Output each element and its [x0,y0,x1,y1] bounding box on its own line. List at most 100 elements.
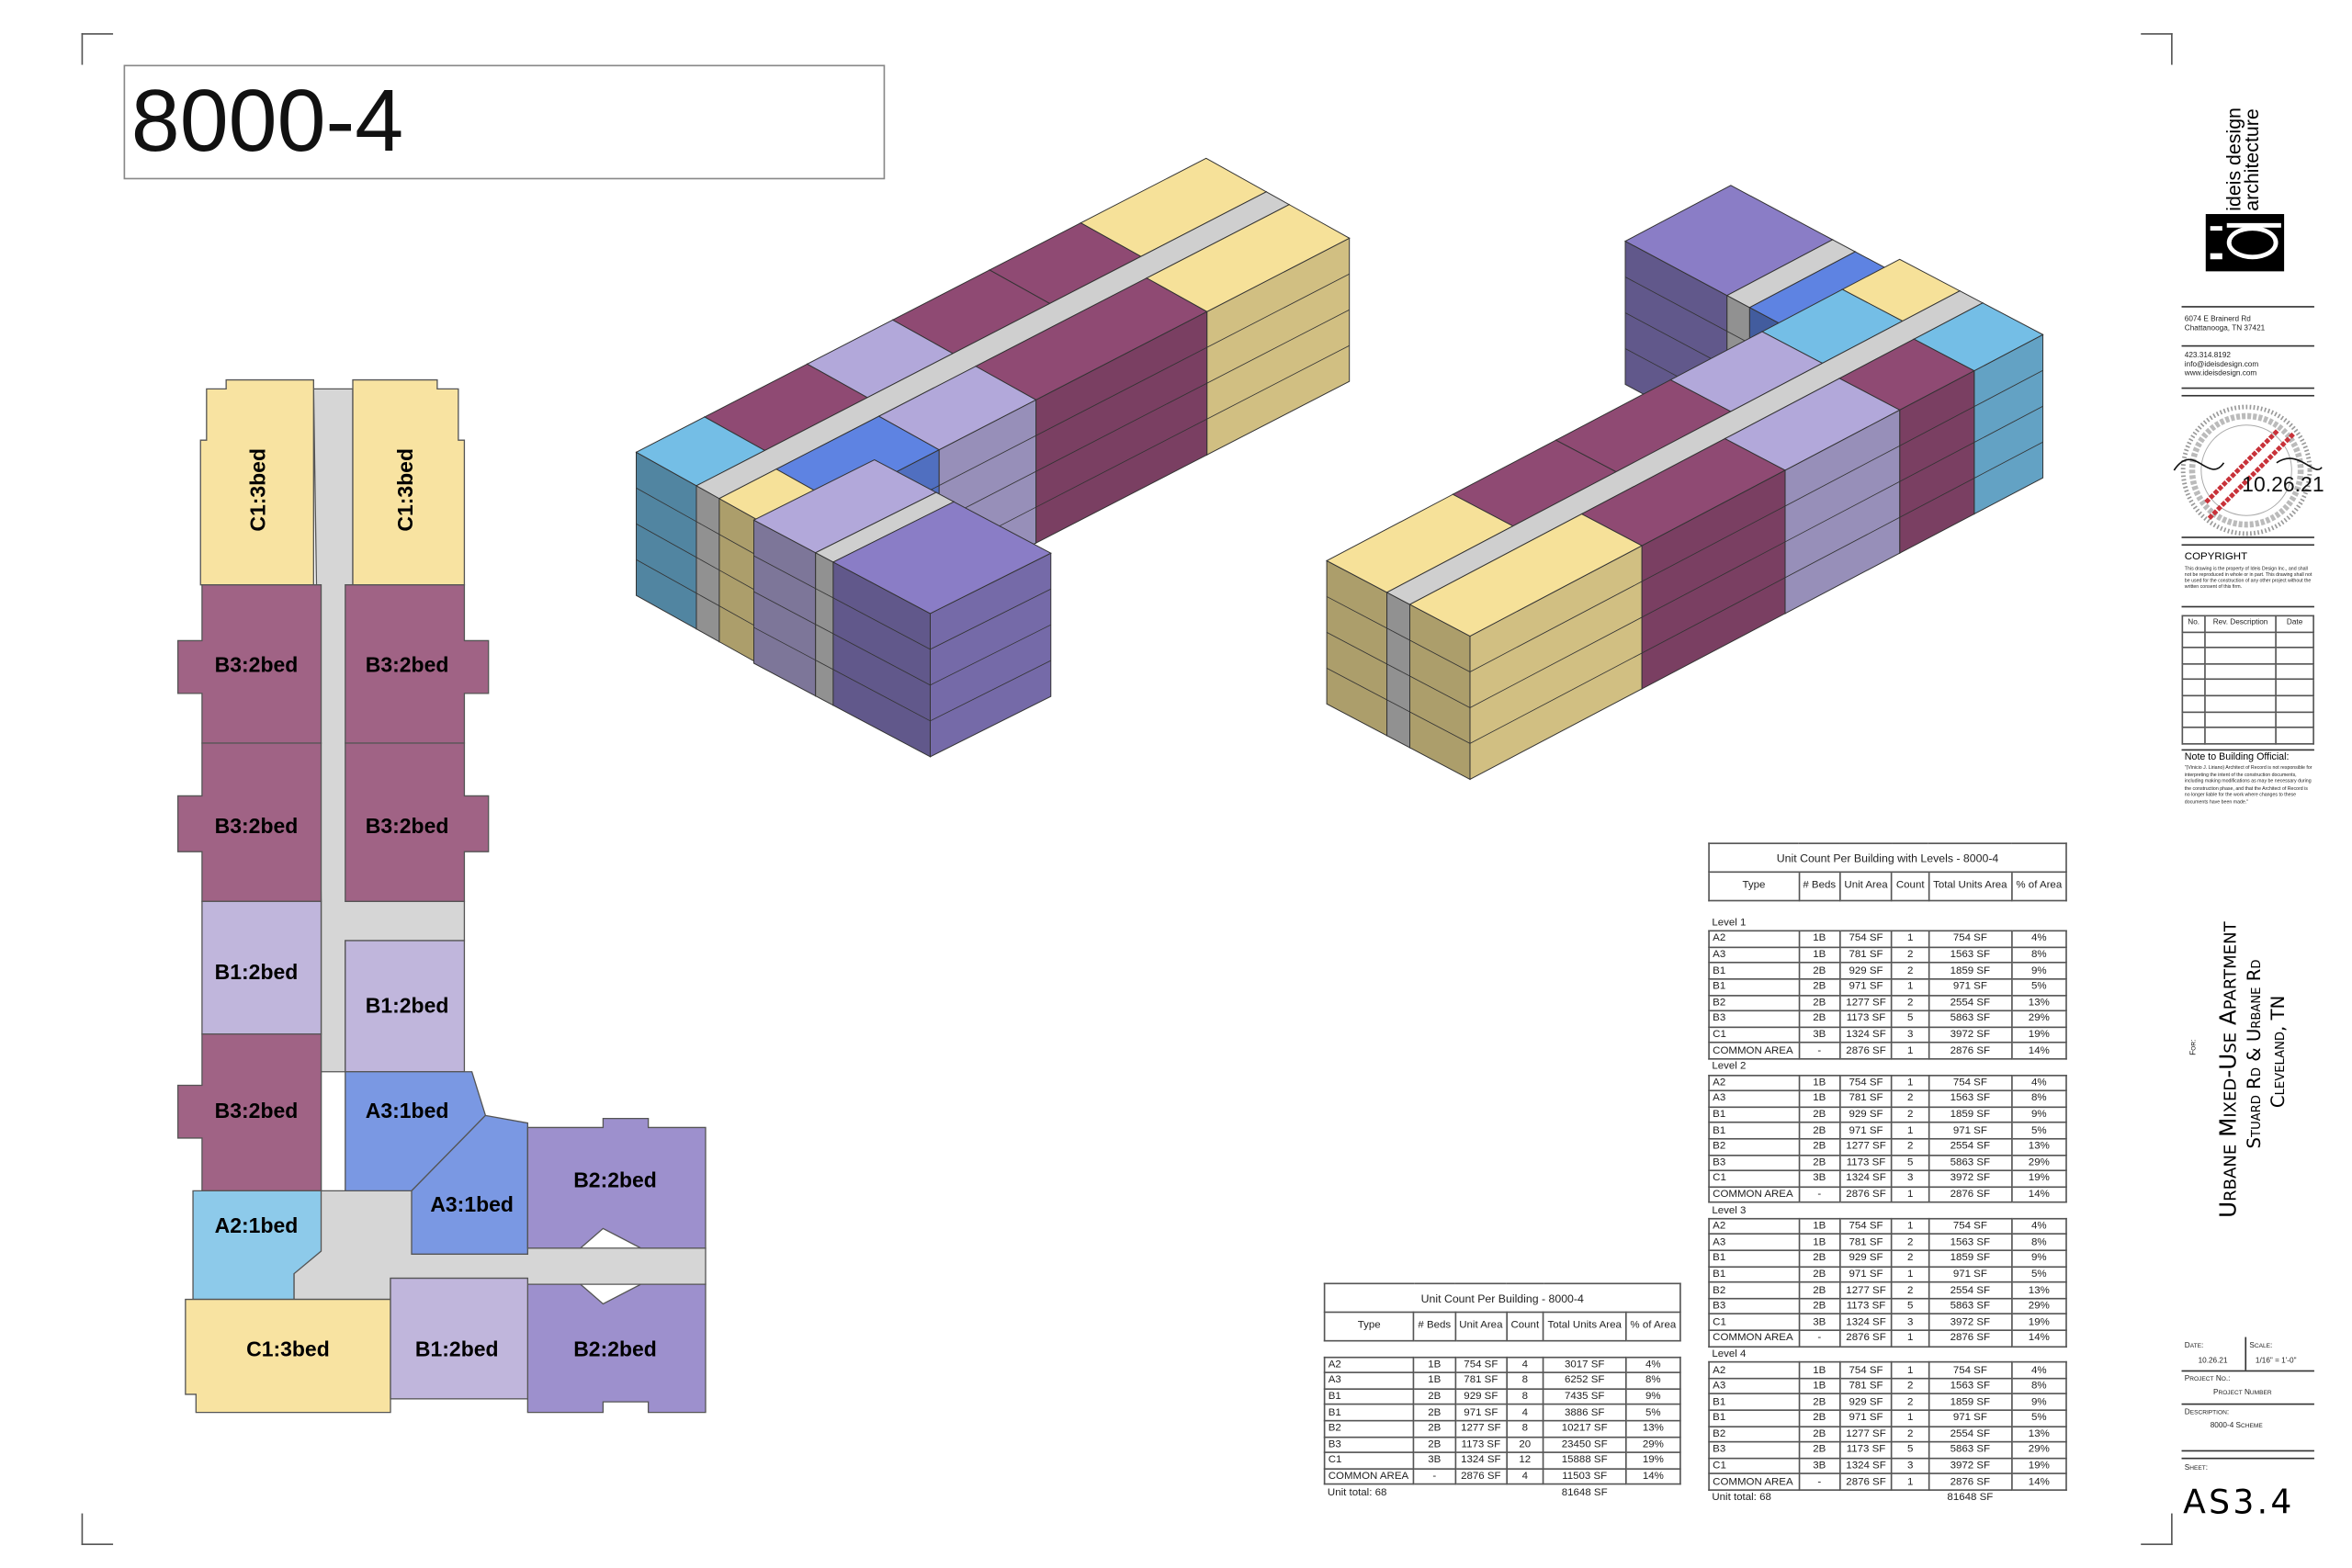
table-cell: 5863 SF [1928,1154,2013,1172]
unit-label: B1:2bed [415,1337,499,1360]
table-cell: 1173 SF [1838,1154,1894,1172]
table-cell: 781 SF [1838,1089,1894,1108]
table-cell: 19% [2010,1169,2067,1188]
scale-value: 1/16" = 1'-0" [2255,1356,2297,1366]
table-cell: 29% [2010,1441,2067,1460]
table-cell: 9% [2010,1106,2067,1124]
floor-line [636,523,697,558]
table-cell: 1B [1797,1074,1841,1092]
table-cell: 754 SF [1928,1217,2013,1235]
seal-outer-ring [2180,404,2312,536]
floor-line [1206,344,1350,420]
for-label: For: [2188,1039,2199,1055]
table-cell: B2 [1323,1419,1415,1438]
crop-mark [81,33,114,65]
floor-line [1624,276,1727,332]
table-cell: 2B [1797,1409,1841,1427]
column-header: % of Area [2010,871,2067,902]
table-cell: 8% [2010,1377,2067,1395]
unit-b3 [176,1033,322,1192]
crop-mark [81,1513,114,1546]
website: www.ideisdesign.com [2184,369,2257,378]
table-cell: 2876 SF [1453,1467,1508,1485]
table-cell: 754 SF [1838,1217,1894,1235]
table-cell: 929 SF [1838,1249,1894,1268]
table-cell: A2 [1708,1361,1800,1380]
table-cell: 1277 SF [1838,1137,1894,1156]
floor-line [1035,382,1207,472]
floor-line [1641,541,1786,618]
sheet-label: Sheet: [2184,1463,2209,1473]
table-cell: 4% [2010,1217,2067,1235]
note-text: "(Vinicio J. Liriano) Architect of Recor… [2184,763,2312,805]
table-cell: B1 [1323,1404,1415,1422]
table-cell: 8% [2010,946,2067,964]
table-cell: 971 SF [1453,1404,1508,1422]
table-cell: 971 SF [1928,1409,2013,1427]
table-cell: 14% [2010,1185,2067,1203]
unit-label: B3:2bed [215,1099,299,1122]
table-cell: 2 [1891,962,1929,980]
note-heading: Note to Building Official: [2184,751,2290,763]
floor-line [930,660,1051,722]
table-cell: 1277 SF [1453,1419,1508,1438]
table-cell: 29% [1624,1436,1681,1454]
table-cell: 15888 SF [1542,1451,1627,1470]
project-location-2: Cleveland, TN [2267,995,2290,1109]
table-cell: 754 SF [1928,1361,2013,1380]
building-face [1408,513,1644,637]
table-cell: 1 [1891,1185,1929,1203]
table-cell: B1 [1708,1249,1800,1268]
unit-label: A2:1bed [215,1213,299,1237]
table-cell: B1 [1323,1388,1415,1405]
sheet-title: 8000-4 [130,72,404,171]
table-cell: 3972 SF [1928,1314,2013,1332]
floor-line [1641,577,1786,654]
table-cell: 1173 SF [1838,1010,1894,1028]
table-cell: 13% [2010,1281,2067,1300]
floor-line [1326,632,1387,665]
revision-row [2181,662,2314,681]
floor-line [1973,441,2043,479]
seal-overlay-band [2204,428,2297,520]
table-cell: 1 [1891,1074,1929,1092]
unit-label: B1:2bed [366,993,449,1017]
table-cell: 1563 SF [1928,1089,2013,1108]
table-cell: 781 SF [1838,946,1894,964]
table-cell: 13% [2010,1137,2067,1156]
table-cell: COMMON AREA [1708,1329,1800,1348]
area-total: 81648 SF [1561,1487,1608,1498]
unit-label: C1:3bed [393,448,417,532]
table-cell: 2554 SF [1928,1425,2013,1443]
table-cell: 971 SF [1928,977,2013,996]
crop-mark [2141,33,2173,65]
table-cell: 9% [2010,1393,2067,1411]
table-cell: 2B [1797,1137,1841,1156]
table-cell: 2876 SF [1928,1185,2013,1203]
floor-line [1973,405,2043,443]
table-cell: 12 [1506,1451,1544,1470]
table-cell: 1B [1797,1234,1841,1252]
table-cell: B2 [1708,994,1800,1012]
revision-row [2181,694,2314,713]
table-cell: 19% [2010,1457,2067,1475]
table-cell: 2876 SF [1838,1329,1894,1348]
table-cell: A3 [1708,1234,1800,1252]
unit-b1 [390,1277,529,1400]
table-cell: 2 [1891,1249,1929,1268]
floor-line [832,597,931,650]
table-cell: 1563 SF [1928,946,2013,964]
table-cell: 1859 SF [1928,1249,2013,1268]
table-cell: 2876 SF [1928,1042,2013,1060]
table-cell: 14% [2010,1329,2067,1348]
